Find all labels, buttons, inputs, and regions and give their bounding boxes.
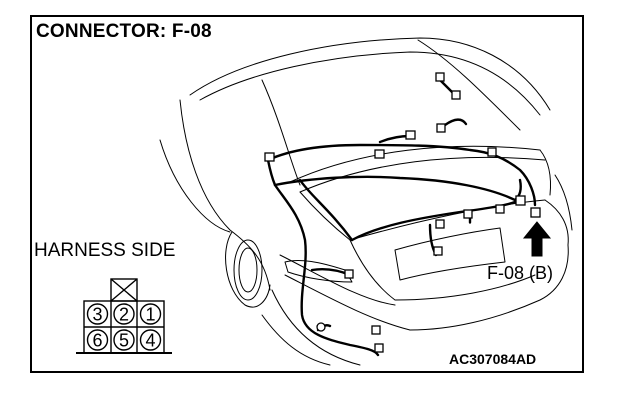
diagram-frame: [30, 15, 584, 373]
pin-label: 5: [119, 331, 129, 351]
pin-label: 2: [119, 305, 129, 325]
figure-code: AC307084AD: [449, 351, 537, 367]
connector-pin-numbers: 3 2 1 6 5 4: [92, 305, 155, 351]
connector-callout-label: F-08 (B): [487, 263, 554, 283]
connector-title: CONNECTOR: F-08: [36, 21, 212, 42]
connector-face-diagram: [76, 278, 172, 354]
pin-label: 4: [145, 331, 155, 351]
wiring-harness: [266, 78, 537, 357]
connector-pointer-arrow: [522, 221, 552, 257]
pin-label: 1: [145, 305, 155, 325]
pin-label: 3: [92, 305, 102, 325]
harness-connectors: [264, 72, 541, 353]
pin-label: 6: [92, 331, 102, 351]
harness-side-label: HARNESS SIDE: [34, 240, 176, 261]
car-body-outline: [159, 37, 573, 366]
